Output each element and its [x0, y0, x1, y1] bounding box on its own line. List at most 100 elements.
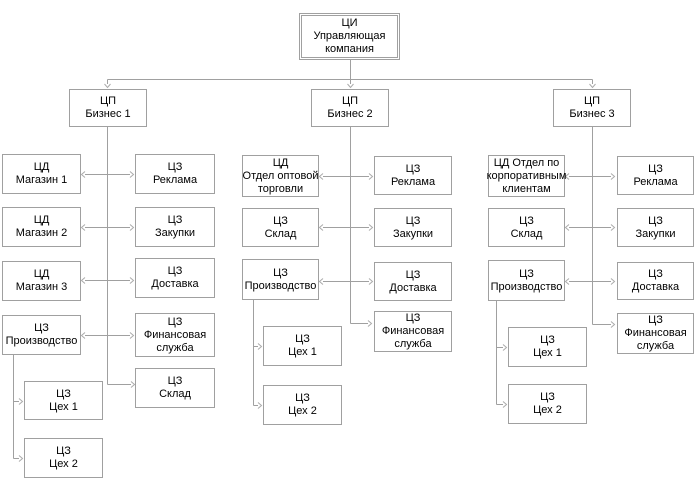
node-label-line: ЦЗ — [405, 214, 421, 227]
node-label-line: ЦЗ — [34, 322, 49, 334]
org-node-b1-workshop-2: ЦЗ Цех 2 — [24, 438, 103, 478]
node-label-line: ЦД Отдел по — [493, 156, 560, 169]
node-label-line: ЦП — [583, 95, 601, 107]
org-node-b2-workshop-1: ЦЗ Цех 1 — [263, 326, 342, 366]
node-label-line: ЦД — [33, 214, 50, 226]
org-node-b1-production: ЦЗ Производство — [2, 315, 81, 355]
node-label-line: ЦЗ — [167, 265, 183, 277]
node-label-line: компания — [325, 43, 374, 55]
node-label-line: ЦЗ — [519, 214, 534, 227]
node-label-line: Реклама — [390, 175, 436, 188]
node-label-line: торговли — [257, 182, 304, 195]
node-label-line: ЦЗ — [56, 445, 71, 457]
org-node-b2-advertising: ЦЗ Реклама — [374, 156, 452, 195]
node-label-line: Производство — [490, 280, 563, 293]
org-node-b1-shop-3: ЦД Магазин 3 — [2, 261, 81, 301]
node-label-line: Магазин 2 — [15, 227, 68, 239]
node-label-line: ЦЗ — [167, 214, 183, 226]
org-node-b3-corporate-clients-dept: ЦД Отдел по корпоративным клиентам — [486, 155, 567, 197]
node-label-line: ЦЗ — [273, 214, 288, 227]
node-label-line: ЦЗ — [295, 333, 310, 345]
org-node-business-3: ЦП Бизнес 3 — [553, 89, 631, 127]
node-label-line: Склад — [264, 227, 297, 240]
node-label-line: ЦЗ — [167, 375, 183, 387]
node-label-line: Бизнес 2 — [327, 108, 373, 120]
node-label-line: ЦД — [33, 268, 50, 280]
node-label-line: ЦЗ — [648, 214, 663, 227]
org-node-b1-warehouse: ЦЗ Склад — [135, 368, 215, 408]
node-label-line: Склад — [159, 388, 191, 400]
org-node-b3-delivery: ЦЗ Доставка — [617, 262, 694, 300]
org-node-b2-delivery: ЦЗ Доставка — [374, 262, 452, 301]
node-label-line: Закупки — [392, 227, 434, 240]
node-label-line: Цех 2 — [533, 404, 562, 416]
node-label-line: ЦЗ — [519, 267, 534, 280]
node-label-line: ЦИ — [341, 17, 358, 29]
node-label-line: Управляющая — [313, 30, 386, 42]
node-label-line: служба — [636, 340, 675, 352]
node-label-line: служба — [394, 338, 432, 350]
node-label-line: ЦЗ — [405, 268, 421, 281]
node-label-line: ЦЗ — [167, 161, 183, 173]
node-label-line: служба — [156, 341, 194, 354]
org-node-business-2: ЦП Бизнес 2 — [311, 89, 389, 127]
node-label-line: Финансовая — [143, 328, 207, 341]
node-label-line: ЦЗ — [167, 315, 183, 328]
node-label-line: Цех 1 — [49, 400, 78, 413]
org-node-b2-finance: ЦЗ Финансовая служба — [374, 311, 452, 352]
node-label-line: ЦП — [99, 95, 117, 107]
node-label-line: Цех 1 — [288, 346, 317, 358]
node-label-line: Доставка — [631, 281, 680, 293]
org-node-b2-warehouse: ЦЗ Склад — [242, 208, 319, 247]
org-node-b3-purchasing: ЦЗ Закупки — [617, 208, 694, 247]
node-label-line: ЦЗ — [648, 314, 663, 326]
node-label-line: ЦД — [33, 161, 50, 173]
node-label-line: Закупки — [635, 227, 676, 240]
org-node-b3-warehouse: ЦЗ Склад — [488, 208, 565, 247]
node-label-line: ЦД — [272, 156, 289, 169]
org-node-b1-workshop-1: ЦЗ Цех 1 — [24, 381, 103, 420]
node-label-line: ЦЗ — [648, 268, 663, 280]
org-node-b2-workshop-2: ЦЗ Цех 2 — [263, 385, 342, 425]
node-label-line: Производство — [244, 279, 317, 292]
node-label-line: ЦЗ — [56, 387, 71, 400]
node-label-line: Магазин 1 — [15, 174, 68, 186]
node-label-line: ЦЗ — [648, 162, 663, 175]
org-node-b2-production: ЦЗ Производство — [242, 259, 319, 300]
org-node-b1-delivery: ЦЗ Доставка — [135, 258, 215, 298]
node-label-line: Магазин 3 — [15, 281, 68, 293]
node-label-line: ЦЗ — [295, 392, 310, 404]
org-node-b3-production: ЦЗ Производство — [488, 260, 565, 301]
node-label-line: Цех 2 — [49, 458, 78, 470]
node-label-line: ЦЗ — [405, 162, 421, 175]
node-label-line: Отдел оптовой — [242, 169, 319, 182]
node-label-line: ЦП — [341, 95, 359, 107]
node-label-line: Реклама — [152, 174, 198, 186]
org-node-b1-shop-2: ЦД Магазин 2 — [2, 207, 81, 247]
node-label-line: ЦЗ — [273, 266, 288, 279]
node-label-line: Реклама — [633, 175, 678, 188]
node-label-line: Бизнес 3 — [569, 108, 615, 120]
node-label-line: Бизнес 1 — [85, 108, 131, 120]
node-label-line: Финансовая — [624, 327, 687, 339]
node-label-line: Финансовая — [381, 325, 445, 337]
node-label-line: корпоративным — [486, 169, 567, 182]
org-node-b2-purchasing: ЦЗ Закупки — [374, 208, 452, 247]
node-label-line: Закупки — [154, 227, 196, 239]
org-node-b2-wholesale-dept: ЦД Отдел оптовой торговли — [242, 155, 319, 197]
node-label-line: ЦЗ — [405, 312, 421, 324]
node-label-line: ЦЗ — [540, 391, 555, 403]
node-label-line: Склад — [510, 227, 543, 240]
org-node-b3-finance: ЦЗ Финансовая служба — [617, 313, 694, 354]
node-label-line: Доставка — [151, 278, 199, 290]
node-label-line: клиентам — [502, 182, 551, 195]
node-label-line: Производство — [5, 335, 78, 347]
org-node-managing-company: ЦИ Управляющая компания — [299, 13, 400, 60]
org-node-b1-finance: ЦЗ Финансовая служба — [135, 313, 215, 357]
org-node-b1-advertising: ЦЗ Реклама — [135, 154, 215, 194]
org-node-b3-advertising: ЦЗ Реклама — [617, 156, 694, 195]
node-label-line: ЦЗ — [540, 334, 555, 346]
org-node-b1-shop-1: ЦД Магазин 1 — [2, 154, 81, 194]
